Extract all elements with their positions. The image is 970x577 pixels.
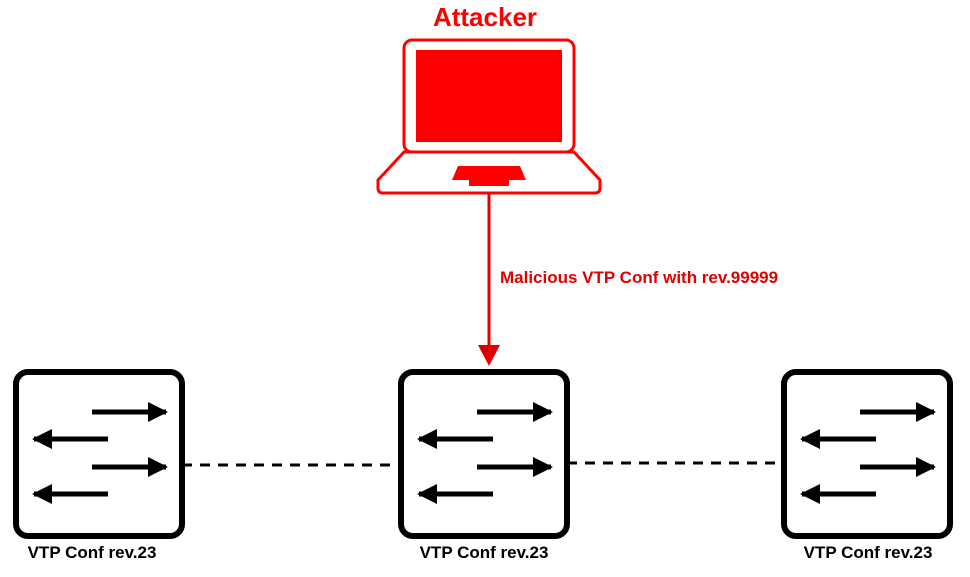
switch-icon [781,369,953,539]
attacker-title: Attacker [0,2,970,33]
switch-label-center: VTP Conf rev.23 [419,543,549,562]
attack-arrow [478,193,500,366]
switch-icon [13,369,185,539]
laptop-icon [376,38,602,195]
switch-label-left: VTP Conf rev.23 [27,543,157,562]
switch-label-right: VTP Conf rev.23 [803,543,933,562]
attacker-title-text: Attacker [432,2,538,32]
attack-arrow-label: Malicious VTP Conf with rev.99999 [500,268,779,287]
switch-icon [398,369,570,539]
